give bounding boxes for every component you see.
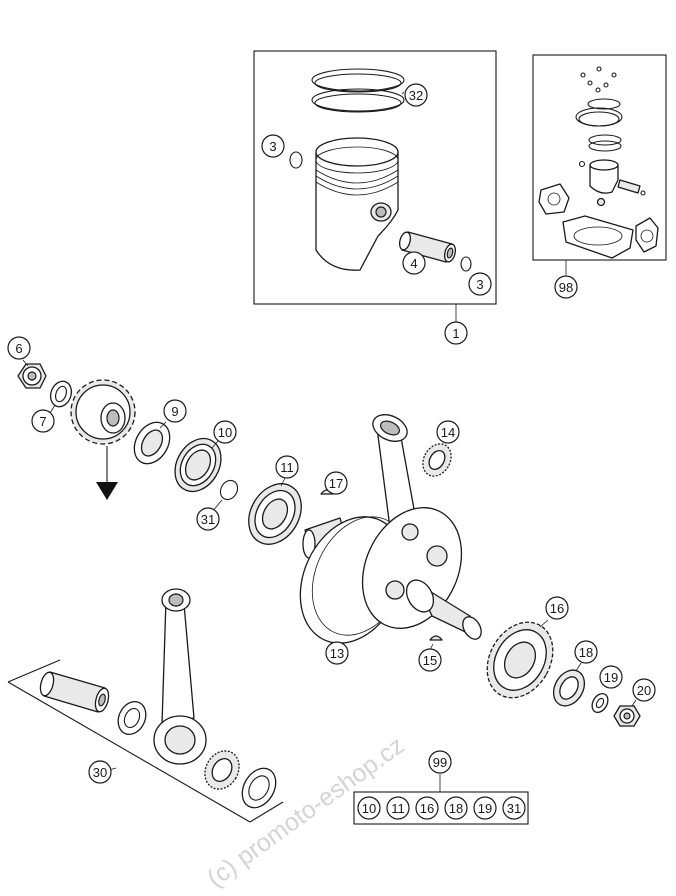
callout-32: 32 [404,83,428,107]
washer-part [591,693,609,713]
callout-label: 99 [433,755,447,770]
shaft-seal-part [174,437,222,493]
callout-31: 31 [196,507,220,531]
callout-label: 14 [441,425,455,440]
thrust-washer-part [117,700,147,736]
callout-label: 10 [218,425,232,440]
callout-label: 7 [39,414,46,429]
callout-label: 31 [201,512,215,527]
callout-30: 30 [88,760,112,784]
thrust-washer-part [241,767,277,809]
callout-9: 9 [163,399,187,423]
nut-part [17,363,47,389]
crankshaft-part [299,414,482,644]
connecting-rod-part [153,588,207,765]
callout-label: 32 [409,88,423,103]
callout-label: 11 [280,460,294,475]
callout-6: 6 [7,336,31,360]
callout-label: 4 [410,256,417,271]
callout-label: 3 [269,139,276,154]
callout-3: 3 [261,134,285,158]
kit-item-label: 31 [507,801,521,816]
wrist-pin-part [39,671,110,713]
kit-item-label: 10 [362,801,376,816]
callout-label: 15 [423,653,437,668]
kit-99-item-list: 10 11 16 18 19 31 [357,796,526,820]
circlip-part [289,151,303,169]
kit-99-item-31: 31 [502,796,526,820]
primary-gear-part [70,379,136,445]
shaft-seal-part [552,669,586,707]
callout-11: 11 [275,455,299,479]
callout-label: 19 [604,670,618,685]
needle-bearing-part [204,750,240,790]
callout-label: 16 [550,601,564,616]
callout-14: 14 [436,420,460,444]
kit-99-item-10: 10 [357,796,381,820]
callout-label: 17 [329,476,343,491]
callout-98: 98 [554,275,578,299]
kit-item-label: 11 [391,801,405,816]
direction-arrow [96,446,118,500]
callout-label: 6 [15,341,22,356]
lock-washer-part [49,380,73,408]
o-ring-part [219,479,239,501]
callout-label: 9 [171,404,178,419]
callout-7: 7 [31,409,55,433]
callout-19: 19 [599,665,623,689]
kit-item-label: 16 [420,801,434,816]
callout-10: 10 [213,420,237,444]
callout-18: 18 [574,640,598,664]
callout-17: 17 [324,471,348,495]
kit-99-item-11: 11 [386,796,410,820]
kit-99-frame [353,791,529,825]
ball-bearing-part [248,483,302,545]
callout-label: 3 [476,277,483,292]
gasket-kit-frame [532,54,667,261]
callout-1: 1 [444,321,468,345]
callout-99: 99 [428,750,452,774]
kit-item-label: 18 [449,801,463,816]
callout-13: 13 [325,641,349,665]
kit-99-item-19: 19 [473,796,497,820]
spacer-ring-part [133,421,171,465]
kit-99-item-16: 16 [415,796,439,820]
flange-nut-part [613,705,641,727]
needle-bearing-part [422,443,452,477]
piston-kit-frame [253,50,497,305]
roller-bearing-part [486,621,554,699]
callout-3: 3 [468,272,492,296]
callout-label: 30 [93,765,107,780]
kit-99-item-18: 18 [444,796,468,820]
callout-16: 16 [545,596,569,620]
piston-rings-part [311,68,405,113]
callout-label: 13 [330,646,344,661]
gasket-kit-parts [538,66,659,259]
piston-pin-part [398,231,457,263]
callout-label: 98 [559,280,573,295]
circlip-part [460,256,472,272]
callout-4: 4 [402,251,426,275]
callout-15: 15 [418,648,442,672]
woodruff-key-part [429,635,443,641]
callout-label: 20 [637,683,651,698]
callout-label: 1 [452,326,459,341]
callout-label: 18 [579,645,593,660]
kit-item-label: 19 [478,801,492,816]
piston-part [315,137,399,271]
callout-20: 20 [632,678,656,702]
conrod-kit-frame [7,659,284,823]
